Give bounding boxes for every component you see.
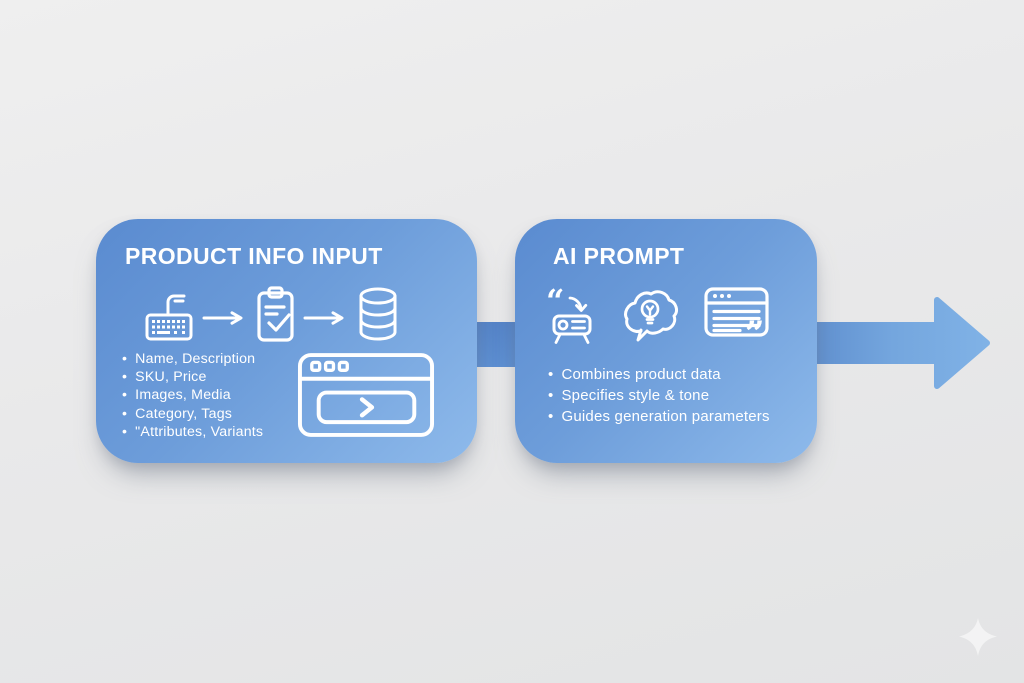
keyboard-icon xyxy=(145,294,193,341)
clipboard-check-icon xyxy=(257,286,294,342)
list-item: Guides generation parameters xyxy=(548,407,770,428)
lightbulb-thought-icon xyxy=(624,290,678,342)
list-item: Specifies style & tone xyxy=(548,386,770,407)
product-info-bullet-list: Name, Description SKU, Price Images, Med… xyxy=(122,350,263,441)
card-title: AI PROMPT xyxy=(553,243,685,269)
input-process-icons xyxy=(144,285,399,343)
flow-connector xyxy=(476,322,516,367)
ai-prompt-bullet-list: Combines product data Specifies style & … xyxy=(548,365,770,427)
list-item: Combines product data xyxy=(548,365,770,386)
arrow-right-icon xyxy=(202,311,243,325)
card-ai-prompt: AI PROMPT “ xyxy=(515,219,817,463)
list-item: SKU, Price xyxy=(122,368,263,386)
list-item: "Attributes, Variants xyxy=(122,423,263,441)
svg-text:”: ” xyxy=(745,314,765,347)
svg-text:“: “ xyxy=(547,286,564,320)
card-title: PRODUCT INFO INPUT xyxy=(125,243,383,269)
arrow-right-icon xyxy=(303,311,344,325)
sparkle-icon xyxy=(959,618,997,656)
database-icon xyxy=(359,287,397,341)
card-product-info-input: PRODUCT INFO INPUT xyxy=(96,219,477,463)
flow-arrow-right xyxy=(816,297,990,389)
document-quote-icon: ” xyxy=(704,287,769,347)
list-item: Category, Tags xyxy=(122,405,263,423)
list-item: Name, Description xyxy=(122,350,263,368)
ai-prompt-icons: “ xyxy=(547,285,773,347)
browser-chevron-icon xyxy=(297,353,435,437)
list-item: Images, Media xyxy=(122,386,263,404)
quote-prompt-icon: “ xyxy=(547,286,592,344)
